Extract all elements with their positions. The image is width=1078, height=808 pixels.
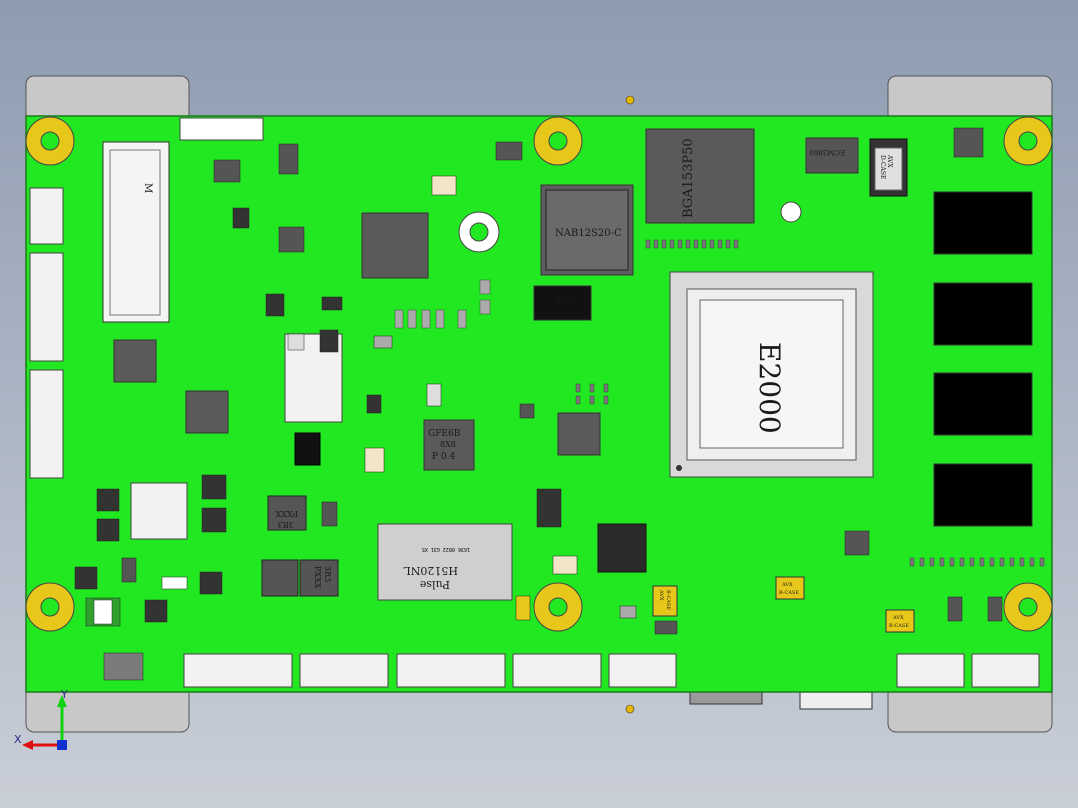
axis-x-label: X bbox=[14, 733, 22, 746]
bga-label: BGA153P50 bbox=[681, 138, 696, 218]
avx-box-bot: D-CASE bbox=[879, 155, 886, 179]
avx-capacitors: AVX B-CASE AVX B-CASE AVX B-CASE bbox=[652, 576, 915, 633]
inductors: 3R3 PXXX 3R3 PXXX bbox=[261, 495, 339, 597]
avx-a-bot: B-CASE bbox=[665, 590, 671, 610]
power-module-label: NAB12S20-C bbox=[555, 228, 622, 239]
avx-side-label: AVX bbox=[555, 296, 571, 304]
inductor-b-top: 3R3 bbox=[323, 566, 332, 582]
inductor-a-top: 3R3 bbox=[278, 520, 294, 529]
capacitor-rows bbox=[394, 239, 1045, 567]
mounting-holes bbox=[25, 116, 1053, 632]
inductor-b-bot: PXXX bbox=[313, 566, 322, 589]
cpu-label: E2000 bbox=[753, 342, 786, 434]
carrier-frame bbox=[25, 75, 1053, 733]
avx-box-top: AVX bbox=[886, 154, 893, 168]
avx-c-bot: B-CASE bbox=[889, 623, 909, 629]
axis-y-label: Y bbox=[60, 688, 68, 701]
qfn-mid-label: 8X8 bbox=[440, 440, 456, 449]
small-components bbox=[74, 127, 1003, 681]
pulse-transformer: Pulse H5120NL 1636 0822 G31 X5 bbox=[377, 523, 513, 601]
bga-chip: BGA153P50 bbox=[645, 128, 755, 224]
inductor-a-bot: PXXX bbox=[275, 509, 298, 518]
avx-b-top: AVX bbox=[781, 582, 793, 588]
avx-c-top: AVX bbox=[892, 615, 904, 621]
m2-mark: M bbox=[142, 183, 153, 193]
left-side-connectors bbox=[29, 117, 264, 479]
avx-a-top: AVX bbox=[658, 589, 664, 601]
cpu-chip: E2000 bbox=[669, 271, 874, 478]
qfn-chip: GFE6B 8X8 P 0.4 bbox=[423, 419, 475, 471]
m2-slot: M bbox=[102, 141, 170, 323]
axis-triad: X Y bbox=[14, 688, 68, 750]
bottom-connectors bbox=[183, 653, 1040, 688]
qfn-top-label: GFE6B bbox=[428, 429, 461, 439]
qfn-bot-label: P 0.4 bbox=[432, 452, 456, 462]
transformer-part: H5120NL bbox=[403, 564, 458, 577]
power-module: NAB12S20-C bbox=[540, 184, 634, 276]
ecm-mark: ECM3860 bbox=[810, 148, 845, 156]
transformer-code: 1636 0822 G31 X5 bbox=[422, 546, 470, 552]
ics: ECM3860 AVX AVX D-CASE bbox=[113, 137, 1033, 573]
avx-b-bot: B-CASE bbox=[779, 590, 799, 596]
transformer-brand: Pulse bbox=[420, 578, 450, 591]
